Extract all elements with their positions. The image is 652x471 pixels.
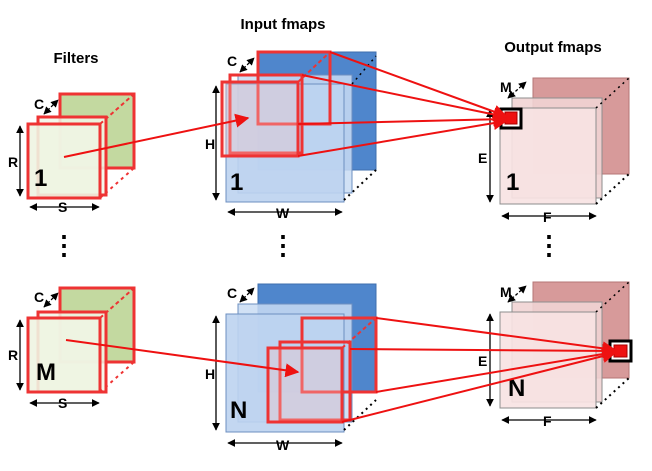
input-depth-edge [351, 55, 377, 85]
window-to-output-arrow [297, 112, 508, 127]
filter-channel-label: C [34, 96, 44, 112]
input-window-mid [228, 73, 304, 155]
output-width-label: F [543, 209, 552, 225]
filter-width-label: S [58, 199, 67, 215]
filter-channel-arrow [43, 99, 59, 115]
filter-to-input-arrow [65, 339, 300, 378]
window-to-output-arrow [341, 349, 617, 423]
output-channel-label: M [500, 79, 512, 95]
input-window-mid [278, 340, 352, 422]
filter-front-plane [26, 122, 102, 200]
input-depth-edge [343, 399, 377, 431]
output-pixel [504, 111, 518, 125]
input-front-plane [225, 83, 345, 203]
window-to-output-arrow [375, 317, 617, 356]
input-window-depth-edge [297, 51, 331, 83]
output-depth-edge [595, 77, 630, 109]
output-ellipsis: ⋮ [536, 230, 562, 260]
input-window-back [300, 316, 378, 394]
output-index-label: 1 [506, 169, 519, 196]
window-to-output-arrow [349, 343, 617, 358]
filter-width-label: S [58, 395, 67, 411]
bottom-arrows [65, 317, 617, 423]
filter-front-plane [26, 316, 102, 394]
input-depth-edge [343, 169, 377, 201]
output-stack-top: M E F 1 [478, 77, 630, 225]
input-window-front [220, 80, 300, 158]
input-fmaps-header: Input fmaps [241, 16, 326, 33]
output-channel-arrow [507, 81, 527, 99]
input-stack-bottom: C H W N [205, 283, 378, 453]
output-depth-edge [595, 173, 630, 205]
input-width-label: W [276, 437, 290, 453]
input-channel-arrow [239, 57, 255, 73]
input-stack-top: C H W 1 [205, 50, 377, 221]
filter-depth-edge [99, 287, 135, 319]
window-to-output-arrow [301, 74, 508, 122]
window-to-output-arrow [375, 347, 617, 393]
filters-header: Filters [53, 50, 98, 67]
filter-index-label: M [36, 359, 56, 386]
filter-height-label: R [8, 154, 18, 170]
output-index-label: N [508, 375, 525, 402]
input-width-label: W [276, 205, 290, 221]
filter-stack-bottom: C R S M [8, 286, 136, 411]
input-index-label: N [230, 397, 247, 424]
input-index-label: 1 [230, 169, 243, 196]
filter-stack-top: C R S 1 [8, 92, 136, 215]
filter-channel-label: C [34, 289, 44, 305]
filter-depth-edge [99, 361, 135, 393]
filter-height-label: R [8, 347, 18, 363]
filter-to-input-arrow [63, 113, 250, 158]
input-front-plane [225, 313, 345, 433]
output-height-label: E [478, 353, 487, 369]
input-height-label: H [205, 366, 215, 382]
window-to-output-arrow [329, 51, 508, 119]
input-height-label: H [205, 136, 215, 152]
input-window-depth-edge [341, 317, 377, 349]
output-depth-edge [595, 377, 630, 409]
output-height-label: E [478, 150, 487, 166]
output-fmaps-header: Output fmaps [504, 39, 602, 56]
filters-ellipsis: ⋮ [51, 230, 77, 260]
output-depth-edge [595, 281, 630, 313]
filter-depth-edge [99, 167, 135, 199]
input-window-back [256, 50, 332, 126]
input-channel-label: C [227, 53, 237, 69]
input-ellipsis: ⋮ [270, 230, 296, 260]
window-to-output-arrow [297, 116, 508, 157]
filter-channel-arrow [43, 292, 59, 308]
input-window-front [266, 346, 344, 424]
output-channel-arrow [507, 285, 527, 303]
filter-depth-edge [99, 93, 135, 125]
output-channel-label: M [500, 284, 512, 300]
output-front-plane [499, 311, 597, 409]
input-channel-label: C [227, 285, 237, 301]
filter-index-label: 1 [34, 165, 47, 192]
output-width-label: F [543, 413, 552, 429]
input-channel-arrow [239, 287, 255, 303]
top-arrows [63, 51, 508, 158]
output-pixel [613, 344, 628, 358]
